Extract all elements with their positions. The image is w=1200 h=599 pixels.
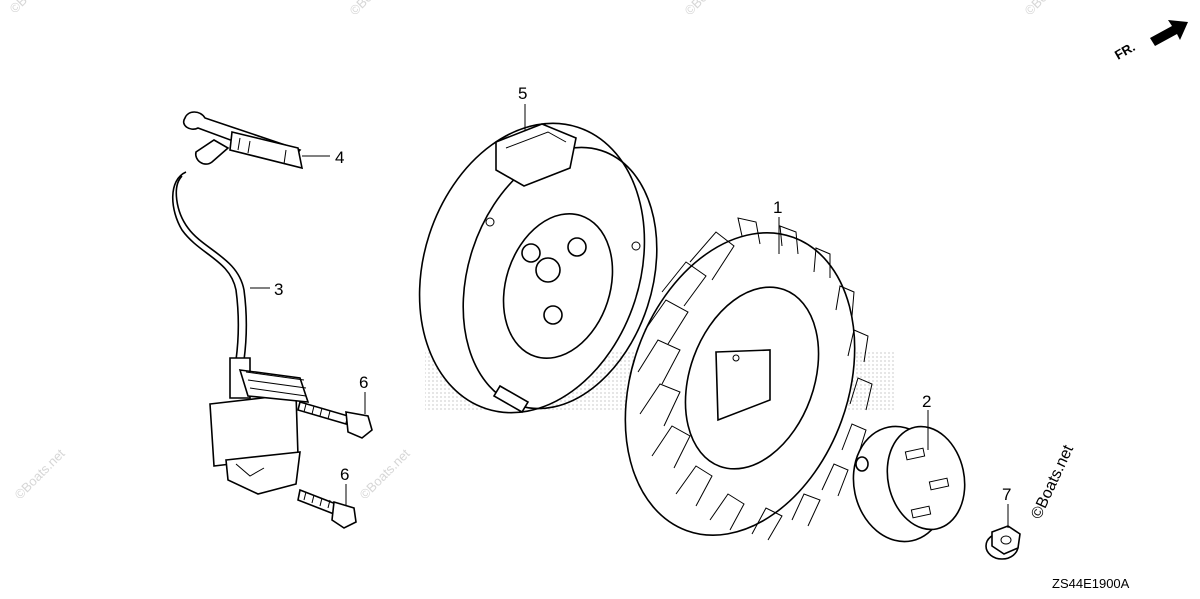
callout-6-upper: 6 <box>359 373 368 392</box>
callout-2: 2 <box>922 392 931 411</box>
front-direction-label: FR. <box>1112 39 1138 62</box>
watermark: ©Boats.net <box>357 446 413 502</box>
watermark: ©Boats.net <box>682 0 738 18</box>
flywheel <box>418 122 658 414</box>
watermark: ©Boats.net <box>347 0 403 18</box>
flange-nut <box>985 525 1021 560</box>
watermark: ©Boats.net <box>12 446 68 502</box>
bolt-upper <box>297 400 373 439</box>
front-direction-indicator: FR. <box>1112 20 1188 63</box>
ignition-coil <box>172 171 310 495</box>
cooling-fan <box>624 217 873 541</box>
callout-4: 4 <box>335 148 344 167</box>
bolt-lower <box>297 488 357 529</box>
side-watermark: ©Boats.net <box>1028 442 1077 522</box>
watermark: ©Boats.net <box>7 0 63 16</box>
front-arrow-icon <box>1150 20 1188 46</box>
callout-1: 1 <box>773 198 782 217</box>
diagram-reference-code: ZS44E1900A <box>1052 576 1130 591</box>
watermark: ©Boats.net <box>1022 0 1078 18</box>
callout-5: 5 <box>518 84 527 103</box>
callout-labels: 1 2 3 4 5 6 6 7 <box>274 84 1011 504</box>
leader-lines <box>250 104 1009 528</box>
callout-3: 3 <box>274 280 283 299</box>
callout-6-lower: 6 <box>340 465 349 484</box>
starter-pulley <box>852 425 966 543</box>
spark-plug-cap <box>182 111 304 170</box>
callout-7: 7 <box>1002 485 1011 504</box>
